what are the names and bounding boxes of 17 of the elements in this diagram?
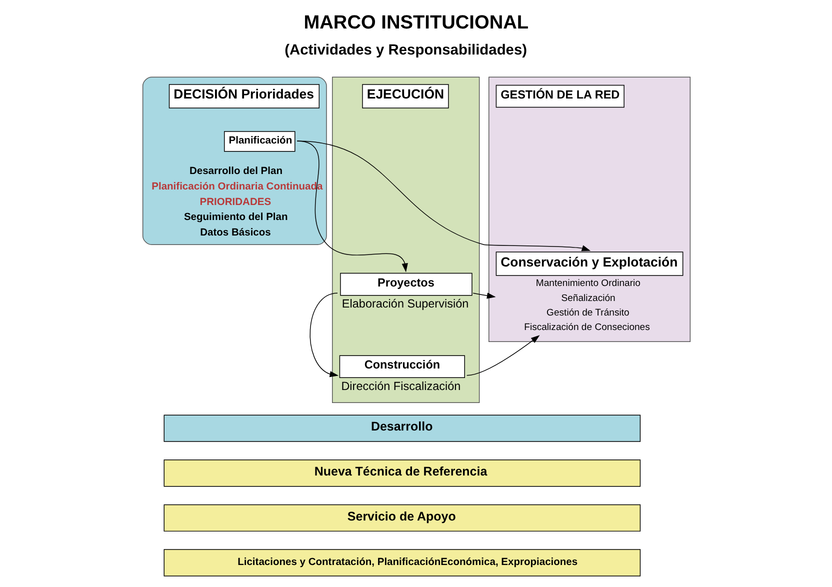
node-label: Fiscalización de Conseciones — [524, 322, 650, 334]
arrow — [472, 292, 496, 299]
node-label: Dirección Fiscalización — [340, 380, 460, 393]
diagram-title: MARCO INSTITUCIONAL — [303, 12, 528, 34]
node-box: Nueva Técnica de Referencia — [163, 460, 640, 487]
label: (Actividades y Responsabilidades) — [284, 42, 527, 58]
node-box: Desarrollo — [163, 414, 640, 442]
node-label: Elaboración Supervisión — [341, 298, 468, 311]
arrow — [309, 292, 338, 378]
node-box: Servicio de Apoyo — [163, 504, 640, 532]
node-label: Gestión de Tránsito — [546, 307, 629, 318]
arrow — [466, 335, 540, 376]
cluster — [332, 76, 480, 403]
node-box: Licitaciones y Contratación, PlanificaciónEconómica, Expropiaciones — [163, 549, 640, 576]
node-label: Mantenimiento Ordinario — [535, 278, 640, 290]
node-label: Señalización — [560, 292, 615, 304]
arrow — [296, 140, 590, 252]
